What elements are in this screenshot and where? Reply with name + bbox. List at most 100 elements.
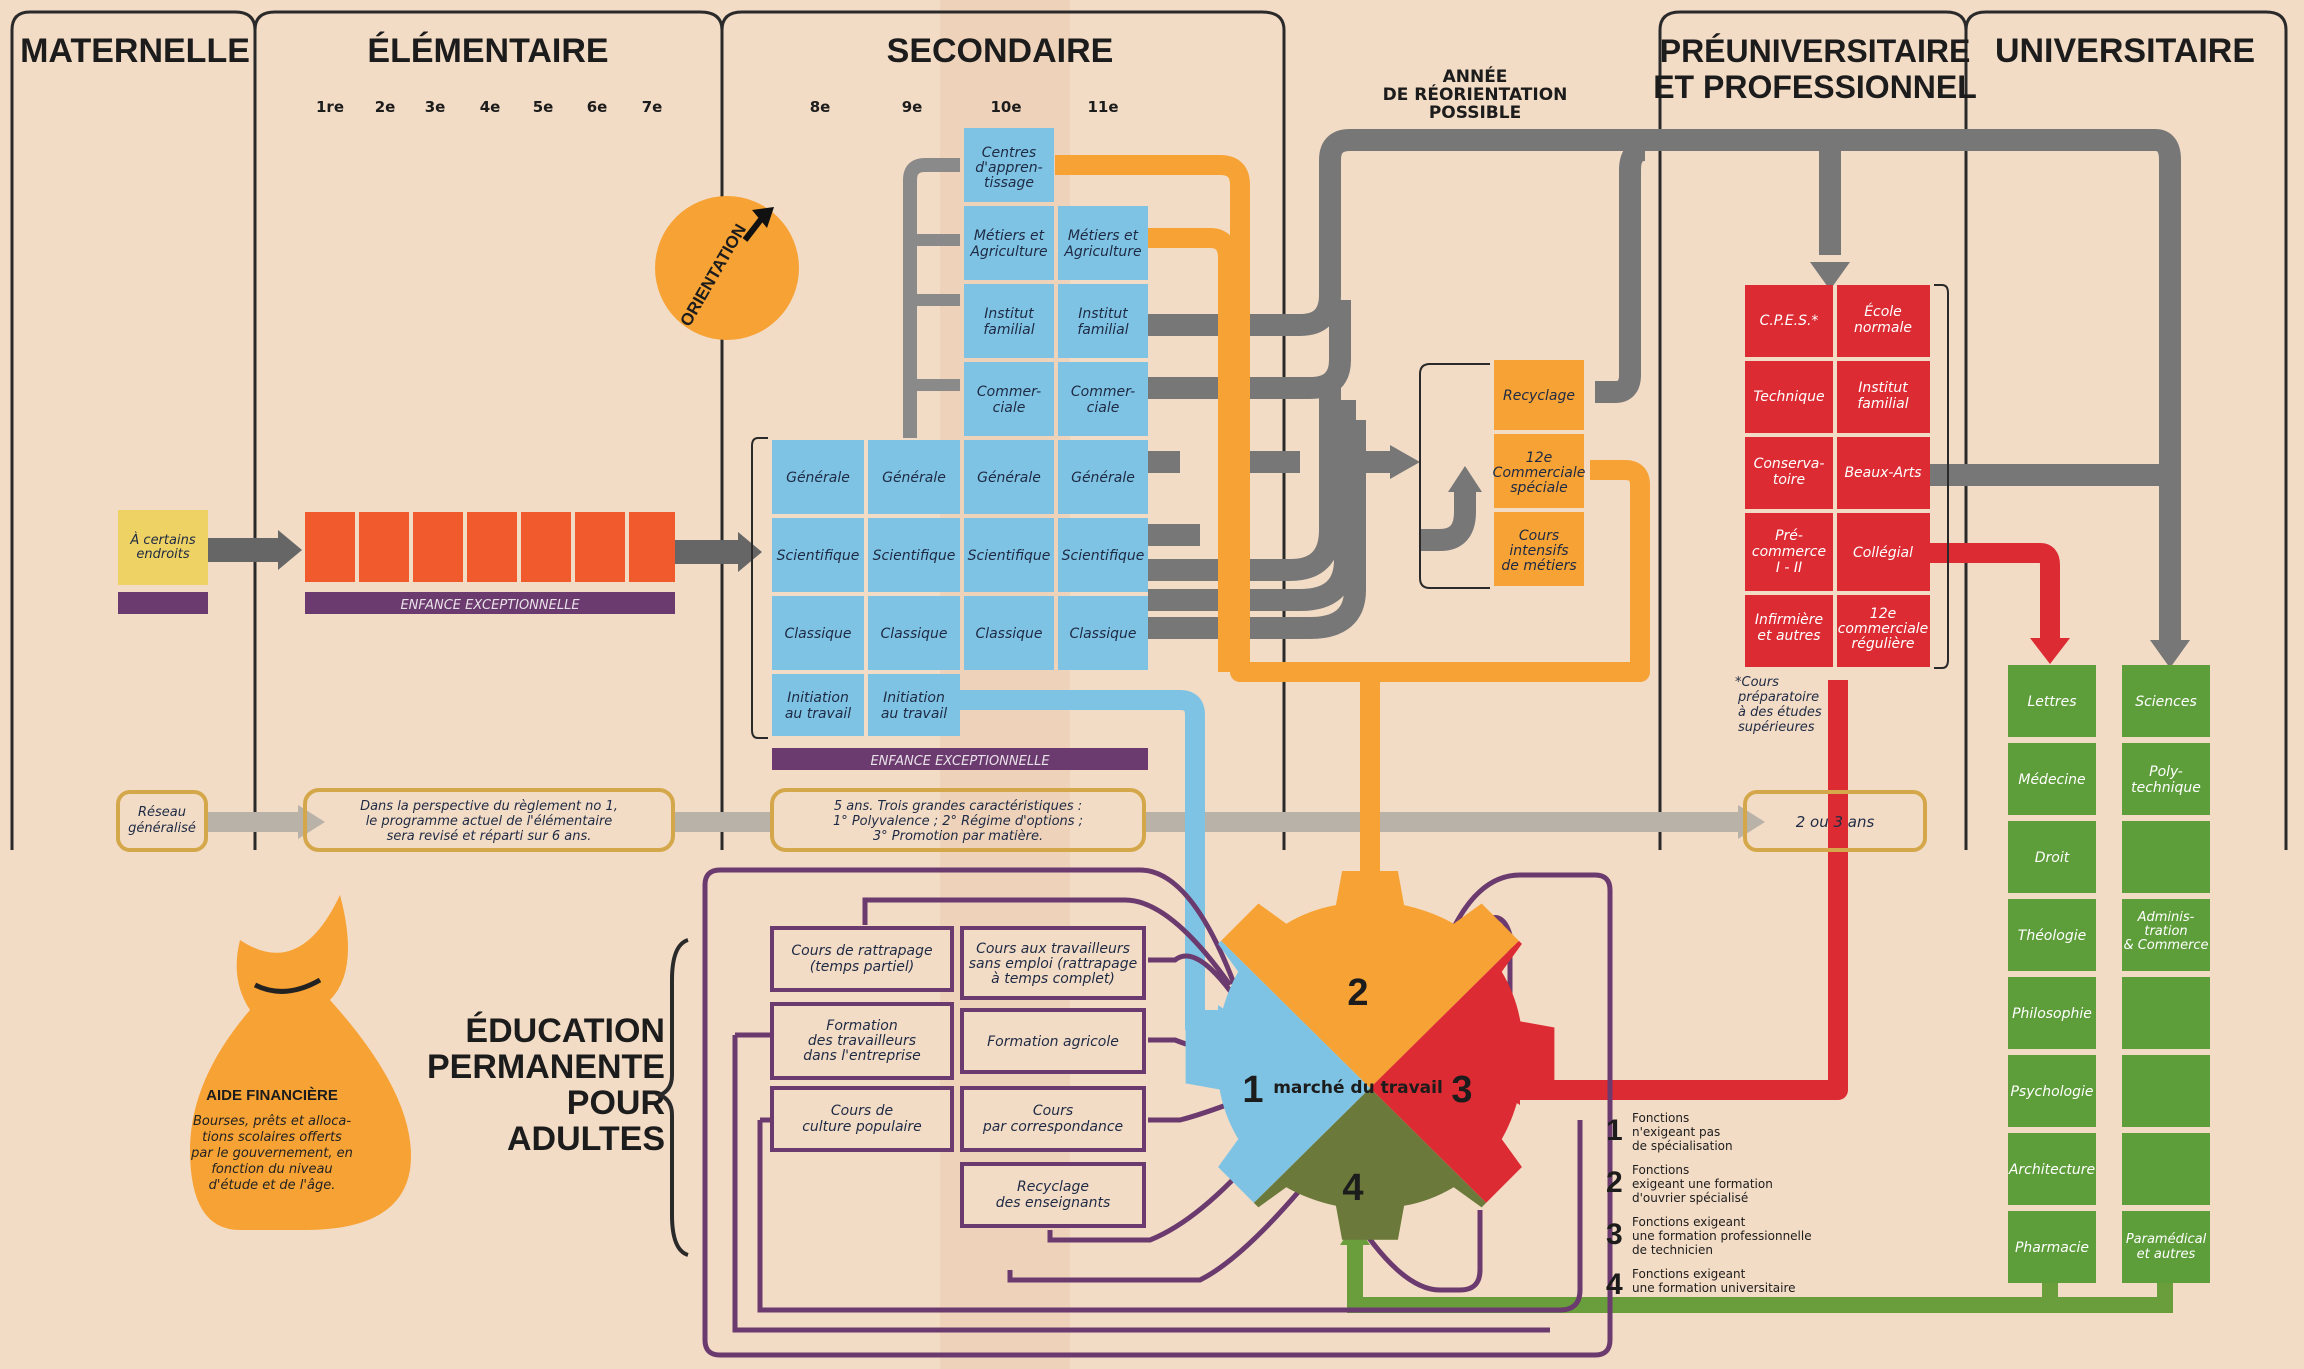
svg-text:Classique: Classique — [784, 626, 851, 642]
elementaire-section: ENFANCE EXCEPTIONNELLE Dans la perspecti… — [303, 512, 762, 852]
reorientation-boxes: Recyclage 12e Commerciale spéciale Cours… — [1493, 360, 1586, 586]
svg-text:Paramédical: Paramédical — [2126, 1232, 2207, 1247]
gray-arrow-to-12e — [1420, 490, 1476, 551]
svg-text:Bourses, prêts et alloca-: Bourses, prêts et alloca- — [193, 1114, 351, 1129]
orientation-arrow-icon — [742, 216, 765, 242]
svg-text:tration: tration — [2144, 924, 2187, 939]
svg-text:normale: normale — [1854, 320, 1912, 336]
svg-text:tions scolaires offerts: tions scolaires offerts — [202, 1130, 342, 1145]
duration-box — [1743, 790, 1927, 852]
course-agricole-box — [960, 1008, 1146, 1074]
svg-text:familial: familial — [983, 322, 1034, 338]
svg-text:I - II: I - II — [1776, 560, 1802, 576]
box-institut-11 — [1058, 284, 1148, 358]
reorientation-bracket — [1419, 363, 1490, 589]
svg-text:(temps partiel): (temps partiel) — [810, 959, 914, 975]
grade-5: 5e — [533, 98, 554, 116]
course-rattrapage-box — [770, 926, 954, 992]
svg-text:technique: technique — [2131, 780, 2201, 796]
svg-text:et autres: et autres — [2137, 1247, 2196, 1262]
svg-text:Fonctions exigeant: Fonctions exigeant — [1632, 1267, 1746, 1281]
svg-text:Commer-: Commer- — [1071, 384, 1135, 400]
svg-text:Technique: Technique — [1753, 389, 1824, 405]
cours-intensifs-box — [1494, 512, 1584, 586]
course-entreprise-box — [770, 1002, 954, 1080]
reseau-box — [116, 790, 208, 852]
svg-text:généralisé: généralisé — [128, 821, 196, 836]
gray-arrowheads — [1390, 262, 2190, 668]
grade-labels: 1re 2e 3e 4e 5e 6e 7e 8e 9e 10e 11e — [316, 98, 1119, 116]
svg-text:Cours: Cours — [1033, 1103, 1073, 1119]
svg-text:Cours de rattrapage: Cours de rattrapage — [791, 943, 932, 959]
svg-text:École: École — [1864, 303, 1902, 320]
svg-text:Philosophie: Philosophie — [2012, 1006, 2092, 1022]
grade-2: 2e — [375, 98, 396, 116]
header-preuniversitaire-1: PRÉUNIVERSITAIRE — [1660, 33, 1971, 69]
header-elementaire: ÉLÉMENTAIRE — [367, 32, 608, 70]
svg-text:Initiation: Initiation — [883, 690, 945, 706]
svg-text:sera revisé et réparti sur 6 a: sera revisé et réparti sur 6 ans. — [387, 829, 592, 844]
grade-8: 8e — [810, 98, 831, 116]
money-bag-tie — [253, 977, 322, 994]
svg-text:12e: 12e — [1870, 606, 1896, 622]
svg-text:par le gouvernement, en: par le gouvernement, en — [190, 1146, 353, 1161]
aide-title: AIDE FINANCIÈRE — [206, 1087, 338, 1104]
universitaire-section: Lettres Médecine Droit Théologie Philoso… — [2008, 665, 2210, 1283]
svg-text:Institut: Institut — [984, 306, 1034, 322]
svg-text:d'ouvrier spécialisé: d'ouvrier spécialisé — [1632, 1191, 1748, 1205]
svg-text:commerce: commerce — [1752, 544, 1826, 560]
svg-text:ADULTES: ADULTES — [507, 1120, 665, 1158]
svg-text:spéciale: spéciale — [1510, 480, 1567, 496]
certains-purple-bar — [118, 592, 208, 614]
svg-text:Métiers et: Métiers et — [1068, 228, 1139, 244]
secondaire-note-box — [770, 788, 1146, 852]
education-permanente-title: ÉDUCATION PERMANENTE POUR ADULTES — [427, 938, 689, 1257]
svg-text:au travail: au travail — [785, 706, 851, 722]
svg-text:Médecine: Médecine — [2018, 772, 2085, 788]
gear-number-1: 1 — [1242, 1069, 1263, 1111]
secondaire-bracket — [751, 437, 768, 739]
svg-text:de spécialisation: de spécialisation — [1632, 1139, 1733, 1153]
svg-text:Métiers et: Métiers et — [974, 228, 1045, 244]
svg-text:sans emploi (rattrapage: sans emploi (rattrapage — [969, 956, 1138, 972]
aide-financiere-bag: AIDE FINANCIÈRE Bourses, prêts et alloca… — [190, 895, 411, 1230]
svg-text:C.P.E.S.*: C.P.E.S.* — [1760, 313, 1819, 329]
svg-text:*Cours: *Cours — [1735, 675, 1779, 690]
svg-text:Commerciale: Commerciale — [1493, 465, 1586, 481]
recyclage-box — [1494, 360, 1584, 430]
box-commerciale-10 — [964, 362, 1054, 436]
svg-text:Psychologie: Psychologie — [2010, 1084, 2093, 1100]
adult-courses — [770, 926, 1146, 1228]
box-initiation-9 — [868, 674, 960, 736]
svg-text:une formation professionnelle: une formation professionnelle — [1632, 1229, 1812, 1243]
svg-text:des travailleurs: des travailleurs — [808, 1033, 916, 1049]
grade-4: 4e — [480, 98, 501, 116]
gear-number-2: 2 — [1347, 972, 1368, 1014]
svg-text:& Commerce: & Commerce — [2123, 938, 2208, 953]
svg-text:de métiers: de métiers — [1501, 558, 1576, 574]
svg-text:Beaux-Arts: Beaux-Arts — [1844, 465, 1921, 481]
svg-text:Réseau: Réseau — [138, 805, 186, 820]
svg-text:Infirmière: Infirmière — [1755, 612, 1823, 628]
education-brace — [654, 938, 689, 1257]
header-preuniversitaire-2: ET PROFESSIONNEL — [1653, 69, 1977, 105]
svg-text:Fonctions: Fonctions — [1632, 1111, 1689, 1125]
svg-text:Initiation: Initiation — [787, 690, 849, 706]
svg-text:PERMANENTE: PERMANENTE — [427, 1048, 665, 1086]
header-universitaire: UNIVERSITAIRE — [1995, 32, 2255, 70]
svg-text:endroits: endroits — [136, 547, 189, 562]
svg-text:Formation agricole: Formation agricole — [987, 1034, 1119, 1050]
svg-text:Scientifique: Scientifique — [777, 548, 860, 564]
svg-text:Recyclage: Recyclage — [1017, 1179, 1089, 1195]
headers: MATERNELLE ÉLÉMENTAIRE SECONDAIRE PRÉUNI… — [20, 32, 2255, 105]
svg-text:Dans la perspective du règleme: Dans la perspective du règlement no 1, — [360, 799, 618, 814]
svg-text:POUR: POUR — [567, 1084, 665, 1122]
svg-text:Générale: Générale — [882, 470, 946, 486]
svg-text:Adminis-: Adminis- — [2137, 910, 2195, 925]
divider-maternelle — [10, 10, 257, 850]
svg-text:des enseignants: des enseignants — [996, 1195, 1111, 1211]
box-metiers-11 — [1058, 206, 1148, 280]
svg-text:Scientifique: Scientifique — [968, 548, 1051, 564]
svg-text:préparatoire: préparatoire — [1737, 690, 1819, 705]
